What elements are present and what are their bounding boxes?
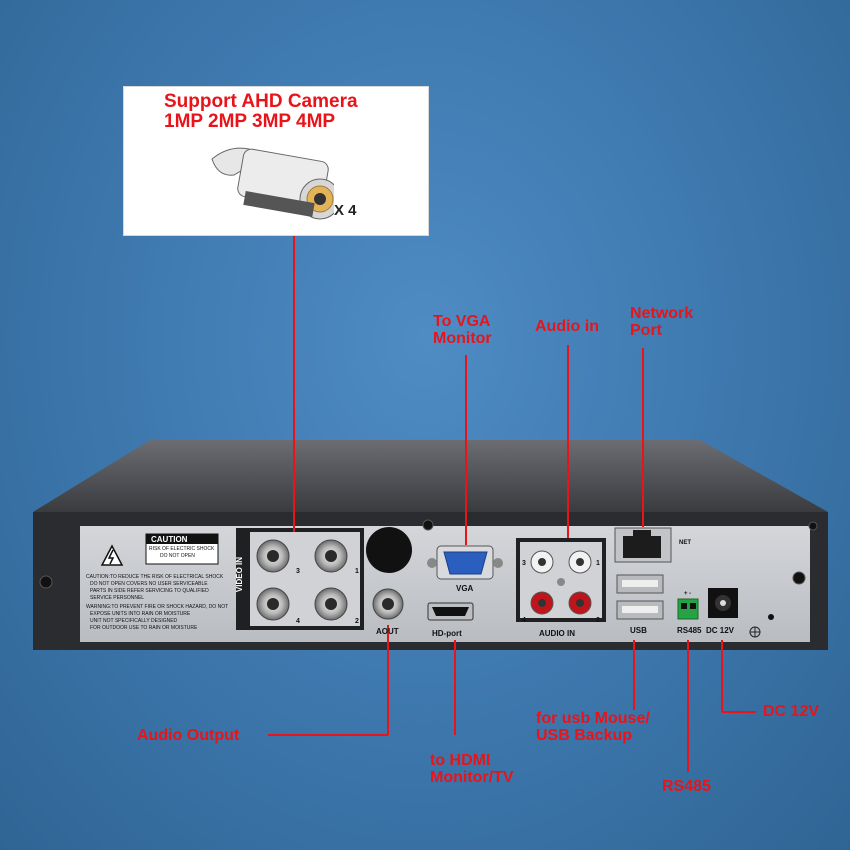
audio-channel-number: 2	[596, 617, 600, 624]
channel-number: 4	[296, 618, 300, 625]
net-label: NET	[679, 540, 691, 546]
usb-label: USB	[630, 626, 647, 635]
screw-icon	[808, 521, 818, 531]
camera-quantity: X 4	[334, 202, 357, 219]
screw-icon	[792, 571, 806, 585]
audio-in-label: AUDIO IN	[539, 629, 575, 638]
caution-text: DO NOT OPEN COVERS NO USER SERVICEABLE	[90, 581, 208, 587]
caution-text: CAUTION:TO REDUCE THE RISK OF ELECTRICAL…	[86, 574, 224, 580]
led-icon	[768, 614, 774, 620]
audio-channel-number: 3	[522, 560, 526, 567]
hd-port-label: HD-port	[432, 629, 462, 638]
cover-cap-icon	[366, 527, 412, 573]
channel-number: 3	[296, 568, 300, 575]
callout-hdmi: to HDMI Monitor/TV	[430, 752, 514, 786]
support-title: Support AHD Camera	[164, 91, 358, 112]
support-card: Support AHD Camera 1MP 2MP 3MP 4MP X 4	[123, 86, 429, 236]
callout-dc: DC 12V	[763, 703, 820, 720]
callout-lines	[268, 235, 756, 772]
rs485-label: RS485	[677, 626, 702, 635]
callout-audio-output: Audio Output	[137, 727, 240, 744]
bnc-connector-icon	[256, 539, 348, 621]
camera-icon	[211, 147, 334, 220]
audio-channel-number: 1	[596, 560, 600, 567]
caution-subtitle: RISK OF ELECTRIC SHOCK	[149, 546, 215, 552]
vga-label: VGA	[456, 584, 474, 593]
warning-icon	[100, 544, 124, 566]
caution-title: CAUTION	[151, 535, 188, 544]
screw-icon	[422, 519, 434, 531]
caution-text: FOR OUTDOOR USE TO RAIN OR MOISTURE	[90, 625, 198, 631]
caution-text: EXPOSE UNITS INTO RAIN OR MOISTURE	[90, 611, 191, 617]
caution-text: SERVICE PERSONNEL	[90, 595, 145, 601]
caution-text: WARNING:TO PREVENT FIRE OR SHOCK HAZARD,…	[86, 604, 229, 610]
callout-usb: for usb Mouse/ USB Backup	[536, 710, 650, 744]
caution-subtitle: DO NOT OPEN	[160, 553, 195, 559]
aout-label: AOUT	[376, 627, 399, 636]
callout-vga: To VGA Monitor	[433, 313, 492, 347]
chassis-top	[33, 440, 828, 512]
screw-icon	[39, 575, 53, 589]
audio-channel-number: 4	[522, 617, 526, 624]
rca-connector-icon	[530, 550, 592, 615]
callout-audio-in: Audio in	[535, 318, 599, 335]
dc12v-label: DC 12V	[706, 626, 735, 635]
support-resolutions: 1MP 2MP 3MP 4MP	[164, 111, 336, 132]
caution-text: UNIT NOT SPECIFICALLY DESIGNED	[90, 618, 178, 624]
rs485-polarity: + -	[684, 591, 692, 597]
caution-text: PARTS IN SIDE REFER SERVICING TO QUALIFI…	[90, 588, 209, 594]
video-in-label: VIDEO IN	[235, 556, 245, 593]
callout-network-port: Network Port	[630, 305, 694, 339]
callout-rs485: RS485	[662, 778, 711, 795]
channel-number: 1	[355, 568, 359, 575]
channel-number: 2	[355, 618, 359, 625]
